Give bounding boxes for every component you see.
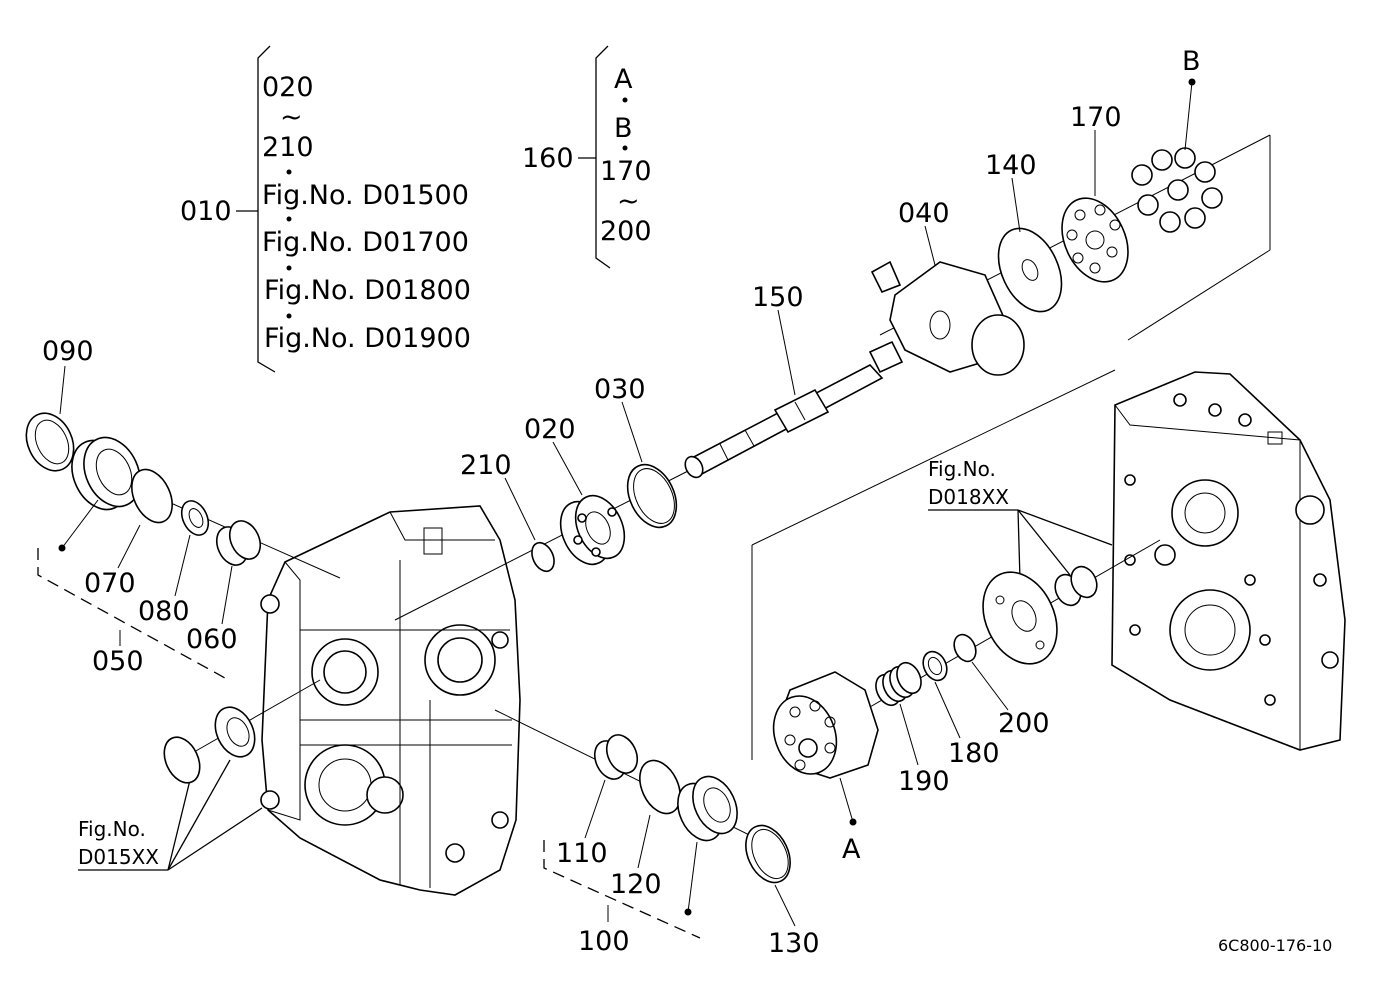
fig-d018-line2: D018XX [928,485,1009,509]
group-160-bracket [578,45,628,269]
group-010-fig-d01900: Fig.No. D01900 [264,323,471,354]
needle-bearing [1054,565,1098,607]
callout-180: 180 [948,738,1000,769]
part-180-washer [922,650,948,682]
drawing-code: 6C800-176-10 [1218,936,1332,955]
callout-060: 060 [186,624,238,655]
callout-110: 110 [556,838,608,869]
part-130-snap-ring [745,824,791,884]
group-010-range-end: 210 [262,132,314,163]
part-190-spring [875,661,922,707]
part-050-seal-holder [71,436,141,511]
group-160-range-end: 200 [600,216,652,247]
cylinder-block-a [772,671,879,779]
callout-160: 160 [522,143,574,174]
part-090-snap-ring [25,412,75,472]
group-160-a: A [614,64,633,95]
group-010-fig-d01700: Fig.No. D01700 [262,227,469,258]
callout-040: 040 [898,198,950,229]
part-110-bushing [593,734,639,780]
group-160-range-start: 170 [600,156,652,187]
part-150-shaft [684,340,904,479]
callout-120: 120 [610,869,662,900]
group-160-tilde: ~ [617,186,640,217]
part-060-bushing [215,520,262,566]
callout-140: 140 [985,150,1037,181]
callout-170: 170 [1070,102,1122,133]
callout-080: 080 [138,596,190,627]
part-070-o-ring [131,468,173,524]
callout-020: 020 [524,414,576,445]
group-010-bracket [236,45,292,373]
part-040-swash-plate [870,260,1025,376]
rear-housing-plate [1111,371,1346,751]
part-140-plate [997,227,1063,313]
group-100-dashed-outline [543,840,701,939]
lower-left-seals [163,706,256,784]
group-010-fig-d01500: Fig.No. D01500 [262,180,469,211]
part-120-o-ring [639,759,681,815]
part-080-oil-seal [180,500,210,536]
main-housing [260,505,521,896]
callout-100: 100 [578,926,630,957]
marker-a: A [842,834,861,865]
piston-set-b [1131,147,1223,233]
part-170-retainer-plate [1061,197,1129,283]
callout-200: 200 [998,708,1050,739]
callout-190: 190 [898,766,950,797]
fig-d018-line1: Fig.No. [928,457,996,481]
callout-090: 090 [42,336,94,367]
group-010-tilde: ~ [280,102,303,133]
part-200-snap-ring [953,633,977,663]
group-050-dashed-outline [37,548,226,679]
part-210-snap-ring [531,541,555,573]
callout-210: 210 [460,450,512,481]
callout-070: 070 [84,568,136,599]
callout-030: 030 [594,374,646,405]
group-010-fig-d01800: Fig.No. D01800 [264,275,471,306]
marker-b: B [1182,46,1201,77]
group-010-range-start: 020 [262,72,314,103]
part-020-ball-bearing [559,494,626,566]
callout-050: 050 [92,646,144,677]
callout-130: 130 [768,928,820,959]
callout-150: 150 [752,282,804,313]
callout-010: 010 [180,196,232,227]
part-100-seal-holder [677,775,738,842]
fig-d015-line2: D015XX [78,845,159,869]
valve-plate [982,571,1058,665]
part-030-snap-ring [626,463,678,529]
group-160-b: B [614,113,633,144]
fig-d015-line1: Fig.No. [78,817,146,841]
